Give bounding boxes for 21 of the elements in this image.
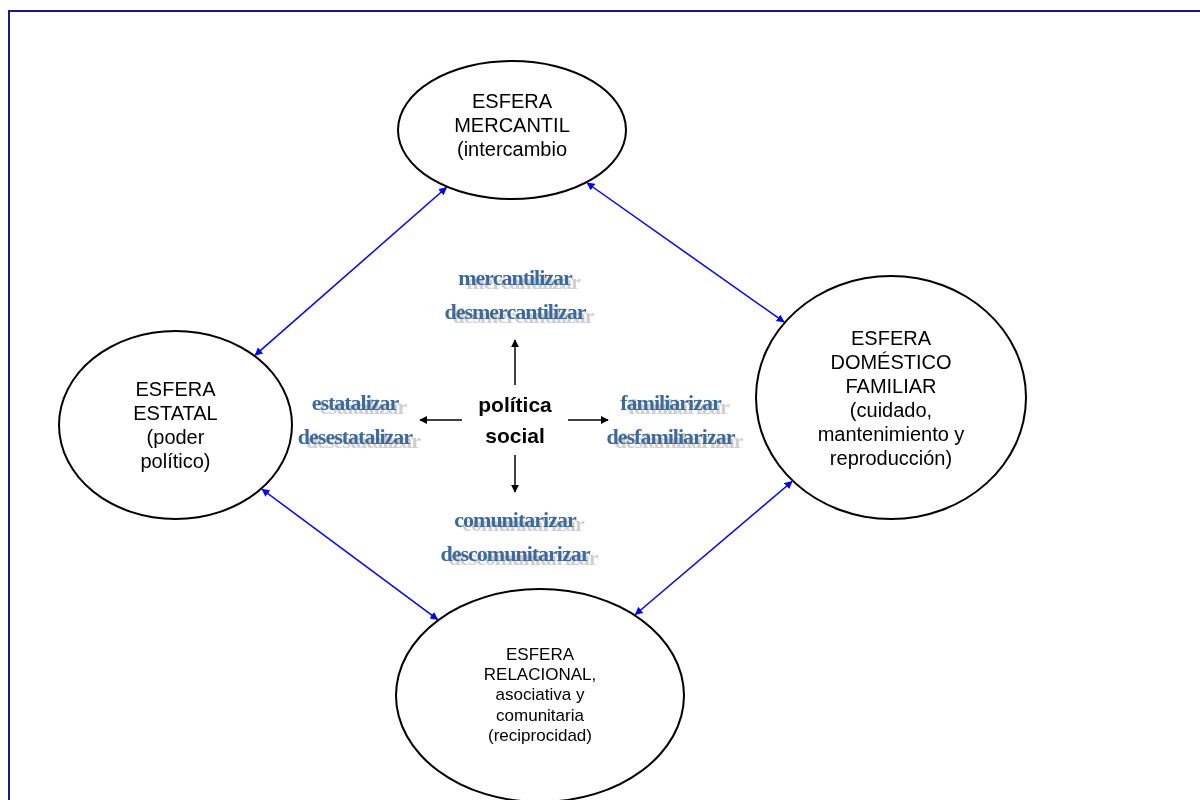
arrow <box>511 454 519 493</box>
sphere-label: ESFERA DOMÉSTICO FAMILIAR (cuidado, mantenimiento y reproducción) <box>816 325 966 470</box>
action-word: estatalizar <box>311 390 399 416</box>
sphere-label: ESFERA MERCANTIL (intercambio <box>453 89 571 162</box>
double-arrow <box>261 488 439 621</box>
action-word: desmercantilizar <box>444 299 586 325</box>
action-word: mercantilizar <box>458 265 572 291</box>
center-title: política social <box>477 391 553 449</box>
arrow <box>419 416 463 424</box>
action-word: descomunitarizar <box>440 541 590 567</box>
double-arrow <box>634 480 793 616</box>
sphere-label: ESFERA ESTATAL (poder político) <box>132 377 219 473</box>
action-word: desfamiliarizar <box>606 424 735 450</box>
sphere-label: ESFERA RELACIONAL, asociativa y comunitaria (reciprocidad) <box>482 644 598 747</box>
arrow <box>511 339 519 386</box>
double-arrow <box>586 182 785 323</box>
action-word: familiarizar <box>620 390 721 416</box>
double-arrow <box>254 186 448 356</box>
arrow <box>567 416 609 424</box>
action-word: comunitarizar <box>454 507 576 533</box>
action-word: desestatalizar <box>297 424 413 450</box>
